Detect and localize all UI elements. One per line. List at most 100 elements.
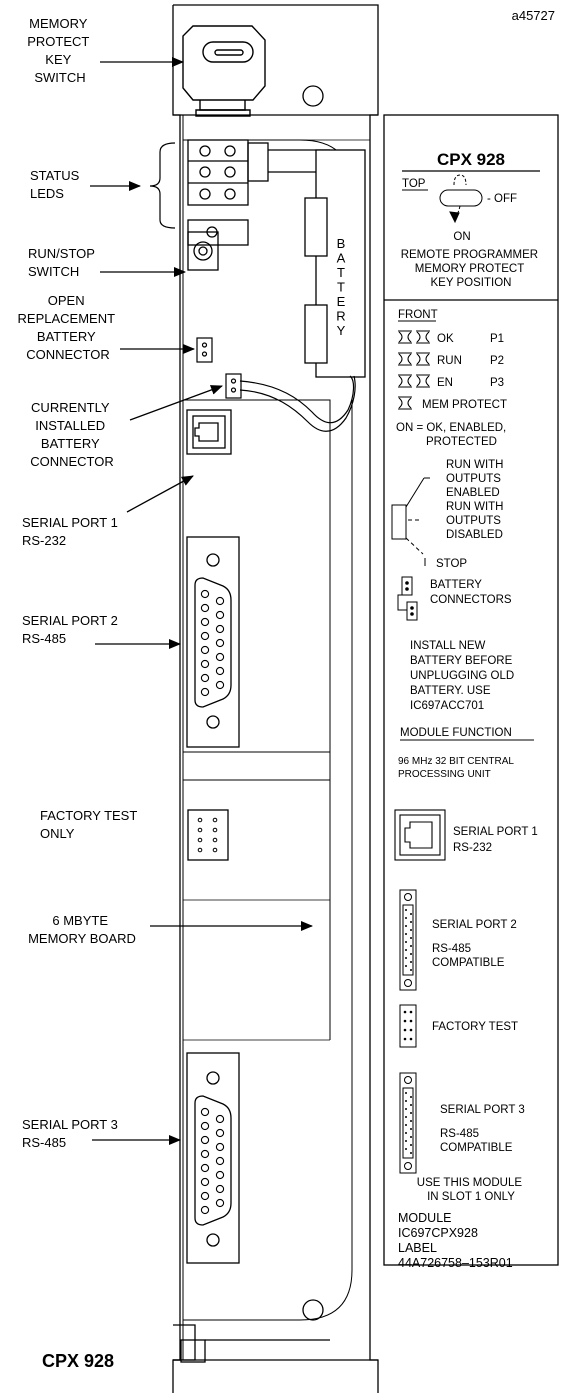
label-serial3: SERIAL PORT 3 RS-485 COMPATIBLE [440,1104,528,1154]
document-id: a45727 [512,8,555,23]
header-pin [197,847,203,853]
pin-dot [405,917,407,919]
connector-pin [215,1142,225,1152]
battery-letter: A [337,251,346,266]
connector-pin [200,687,210,697]
pin-dot [410,1128,412,1130]
pcb-outline-middle [183,399,331,1040]
label-battery-connectors: BATTERY CONNECTORS [430,579,512,606]
pin-dot [410,929,412,931]
connector-pin [200,1191,210,1201]
pin-dot [409,1028,413,1032]
header-pin [197,817,203,823]
installed-battery-connector[interactable] [225,373,242,399]
factory-test-header[interactable] [187,809,229,861]
connector-pin [200,1149,210,1159]
key-position-icon [439,174,483,224]
battery-letter: R [336,309,345,324]
status-led [224,188,236,200]
pin-dot [410,1144,412,1146]
run-stop-switch[interactable] [187,231,219,271]
pin-dot [410,953,412,955]
open-replacement-battery-connector[interactable] [196,337,213,363]
pin-dot [405,933,407,935]
pin-dot [410,969,412,971]
label-install-note: INSTALL NEW BATTERY BEFORE UNPLUGGING OL… [410,640,517,712]
callout-serial-port-2: SERIAL PORT 2 RS-485 [22,613,121,646]
pin-dot [405,909,407,911]
label-function-desc: 96 MHz 32 BIT CENTRAL PROCESSING UNIT [398,756,516,780]
led-symbol-icon [416,374,430,388]
connector-pin [200,673,210,683]
pin-dot [405,1132,407,1134]
serial-port-1-jack[interactable] [186,409,232,455]
battery-letter: Y [337,323,346,338]
pin-dot [405,1124,407,1126]
connector-pin [215,638,225,648]
pin-dot [410,1152,412,1154]
led-name: EN [437,377,453,389]
led-mem-protect: MEM PROTECT [398,396,507,411]
connector-pin [215,1170,225,1180]
label-on: ON [453,231,470,243]
bottom-latch [173,1324,330,1363]
led-port: P3 [490,377,504,389]
label-title: CPX 928 [437,150,505,169]
pin-dot [405,957,407,959]
pin-dot [405,965,407,967]
pcb-outline-lower [183,400,353,1321]
mounting-hole-bottom [302,1299,324,1321]
connector-pin [200,631,210,641]
battery [304,149,366,378]
led-port: P2 [490,355,504,367]
connector-pin [200,603,210,613]
callout-memory-protect: MEMORY PROTECT KEY SWITCH [27,16,93,85]
battery-connectors-icon [397,576,418,621]
label-key-position: REMOTE PROGRAMMER MEMORY PROTECT KEY POS… [401,249,542,289]
label-serial1: SERIAL PORT 1 RS-232 [453,826,541,854]
label-top: TOP [402,178,426,190]
battery-wires [239,375,356,432]
callout-memory-board: 6 MBYTE MEMORY BOARD [28,913,136,946]
callout-open-battery: OPEN REPLACEMENT BATTERY CONNECTOR [18,293,119,362]
connector-pin [200,617,210,627]
connector-pin [200,1135,210,1145]
connector-pin [215,1156,225,1166]
connector-pin [200,589,210,599]
connector-pin [200,1107,210,1117]
pin-dot [405,1100,407,1102]
pin-dot [405,1108,407,1110]
label-serial2: SERIAL PORT 2 RS-485 COMPATIBLE [432,919,520,969]
pin-dot [403,1010,407,1014]
label-module-function: MODULE FUNCTION [400,727,512,739]
status-led-grid [199,145,236,200]
label-off: - OFF [487,193,517,205]
connector-pin [215,624,225,634]
pin-dot [405,1116,407,1118]
left-callouts: MEMORY PROTECT KEY SWITCH STATUS LEDS RU… [18,16,313,1150]
pin-dot [405,1148,407,1150]
callout-run-stop: RUN/STOP SWITCH [28,246,98,279]
connector-pin [215,1198,225,1208]
battery-letter: E [337,294,346,309]
pin-dot [410,1096,412,1098]
connector-pin [200,1205,210,1215]
pin-dot [405,949,407,951]
led-symbol-icon [398,330,412,344]
connector-pin [215,596,225,606]
pin-dot [403,1019,407,1023]
serial-port-3-connector[interactable] [186,1052,240,1264]
pin-dot [405,1140,407,1142]
header-pin [212,827,218,833]
battery-letter: T [337,280,345,295]
pin-dot [410,1104,412,1106]
connector-pin [215,1128,225,1138]
serial-port-3-pins [200,1107,225,1215]
status-led [199,145,211,157]
serial-port-2-connector[interactable] [186,536,240,748]
connector-pin [215,1184,225,1194]
led-symbol-icon [416,352,430,366]
pin-dot [405,925,407,927]
memory-protect-key-switch[interactable] [182,25,266,117]
